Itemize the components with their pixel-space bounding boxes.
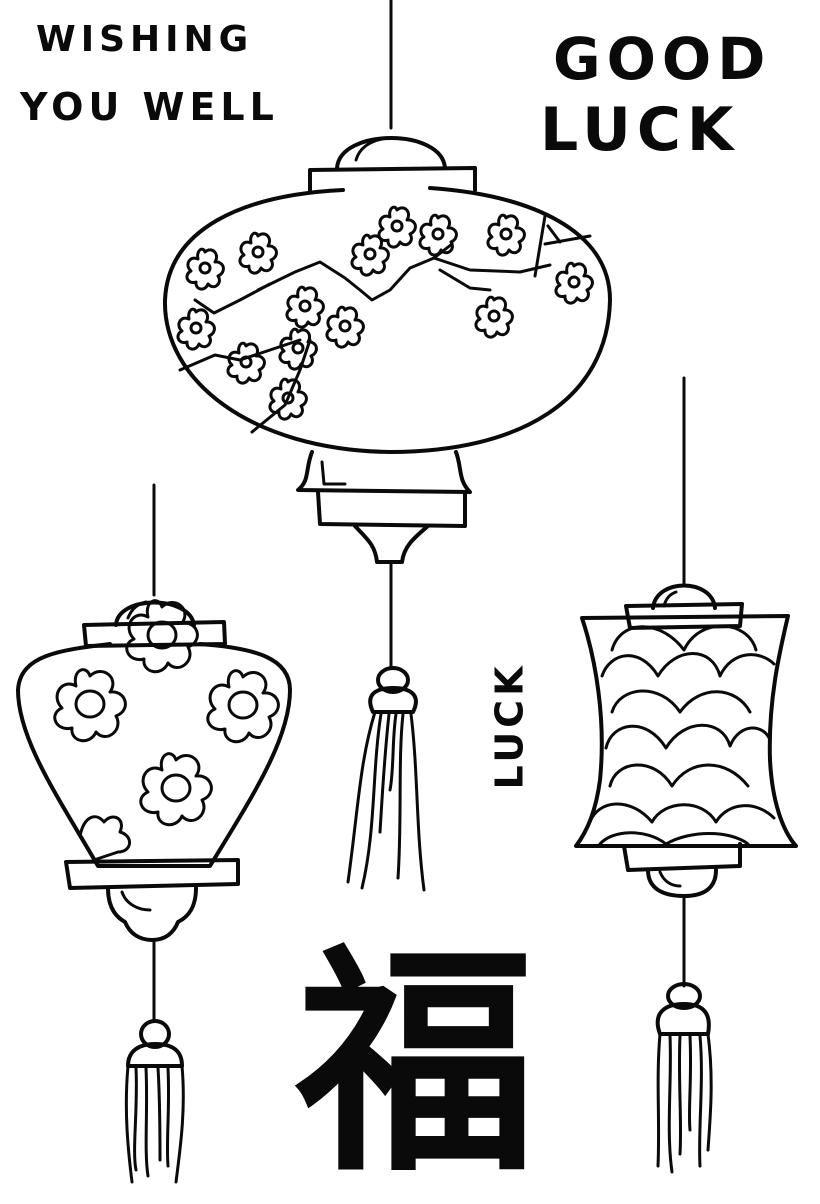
wishing-text: WISHING bbox=[36, 19, 254, 60]
round-lantern bbox=[162, 0, 612, 892]
hourglass-lantern bbox=[574, 376, 798, 1174]
bell-lantern bbox=[16, 483, 292, 1184]
fu-character: 福 bbox=[296, 924, 537, 1204]
you-well-text: YOU WELL bbox=[20, 85, 279, 129]
good-text: GOOD bbox=[553, 25, 772, 93]
luck-vertical-text: LUCK bbox=[487, 662, 532, 790]
luck-text: LUCK bbox=[540, 95, 740, 165]
